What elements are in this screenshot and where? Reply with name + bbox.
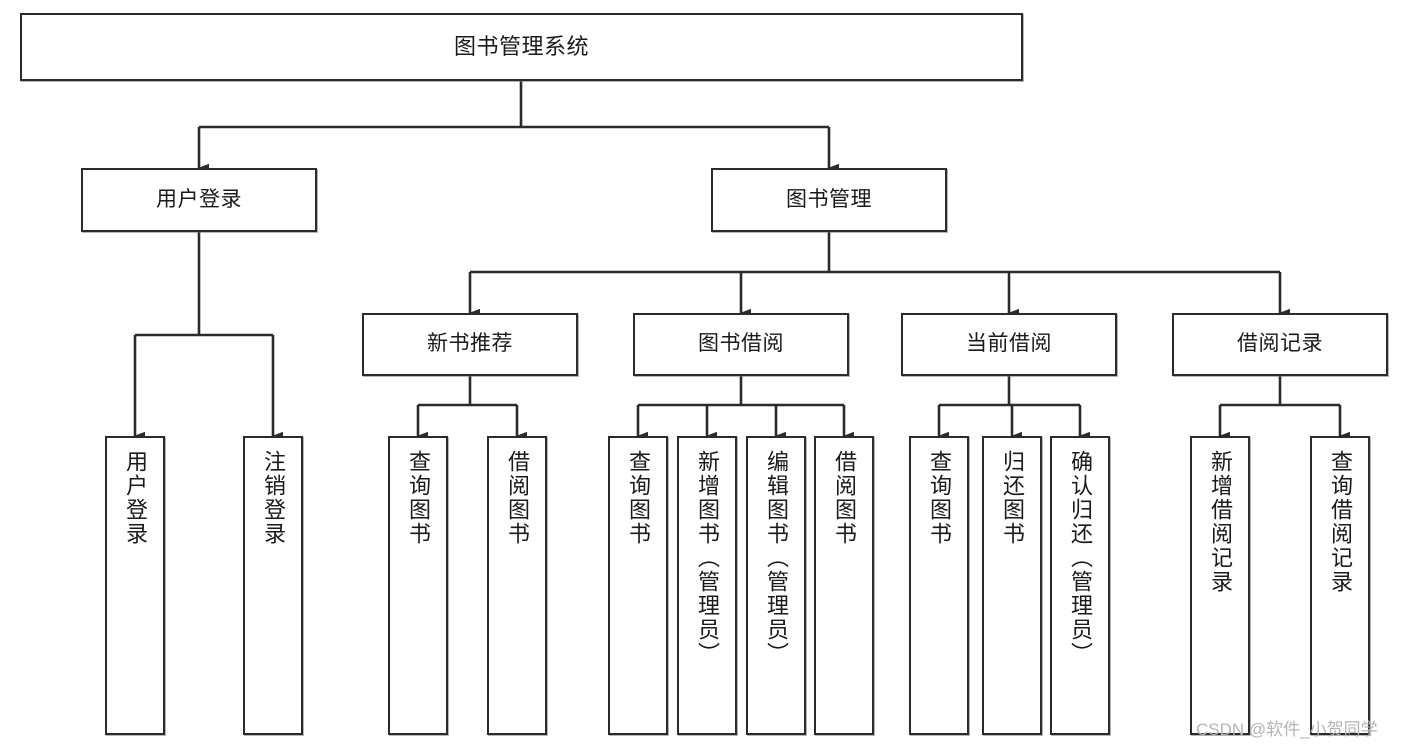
- node-level1-用户登录-0[interactable]: 用户登录: [81, 168, 317, 232]
- node-level2-新书推荐-0[interactable]: 新书推荐: [362, 313, 578, 376]
- node-label: 图书管理系统: [453, 34, 589, 60]
- node-label: 查询图书: [406, 450, 431, 546]
- node-root-图书管理系统[interactable]: 图书管理系统: [20, 13, 1023, 81]
- node-label: 查询图书: [626, 450, 651, 546]
- node-leaf-查询图书-2[interactable]: 查询图书: [388, 436, 448, 735]
- node-label: 新增借阅记录: [1208, 450, 1233, 594]
- node-label: 借阅记录: [1237, 332, 1323, 356]
- node-label: 借阅图书: [505, 450, 530, 546]
- node-label: 借阅图书: [832, 450, 857, 546]
- node-leaf-查询图书-4[interactable]: 查询图书: [608, 436, 668, 735]
- node-level2-当前借阅-2[interactable]: 当前借阅: [901, 313, 1117, 376]
- node-leaf-新增借阅记录-11[interactable]: 新增借阅记录: [1190, 436, 1250, 735]
- node-label: 用户登录: [156, 187, 242, 211]
- node-leaf-借阅图书-7[interactable]: 借阅图书: [814, 436, 874, 735]
- node-leaf-查询图书-8[interactable]: 查询图书: [909, 436, 969, 735]
- node-leaf-查询借阅记录-12[interactable]: 查询借阅记录: [1310, 436, 1370, 735]
- node-leaf-归还图书-9[interactable]: 归还图书: [982, 436, 1042, 735]
- node-label: 编辑图书（管理员）: [764, 450, 789, 666]
- node-label: 图书借阅: [698, 332, 784, 356]
- node-leaf-新增图书管理员-5[interactable]: 新增图书（管理员）: [677, 436, 737, 735]
- node-level2-图书借阅-1[interactable]: 图书借阅: [633, 313, 849, 376]
- node-leaf-确认归还管理员-10[interactable]: 确认归还（管理员）: [1050, 436, 1110, 735]
- node-label: 用户登录: [123, 450, 148, 546]
- node-label: 查询借阅记录: [1328, 450, 1353, 594]
- node-label: 当前借阅: [966, 332, 1052, 356]
- node-label: 归还图书: [1000, 450, 1025, 546]
- node-leaf-借阅图书-3[interactable]: 借阅图书: [487, 436, 547, 735]
- node-level1-图书管理-1[interactable]: 图书管理: [711, 168, 947, 232]
- connector-group: [133, 81, 1350, 441]
- node-label: 查询图书: [927, 450, 952, 546]
- node-level2-借阅记录-3[interactable]: 借阅记录: [1172, 313, 1388, 376]
- node-leaf-用户登录-0[interactable]: 用户登录: [105, 436, 165, 735]
- node-label: 新书推荐: [427, 332, 513, 356]
- node-leaf-编辑图书管理员-6[interactable]: 编辑图书（管理员）: [746, 436, 806, 735]
- node-leaf-注销登录-1[interactable]: 注销登录: [243, 436, 303, 735]
- node-label: 图书管理: [786, 187, 872, 211]
- node-label: 确认归还（管理员）: [1068, 450, 1093, 666]
- node-label: 新增图书（管理员）: [695, 450, 720, 666]
- node-label: 注销登录: [261, 450, 286, 546]
